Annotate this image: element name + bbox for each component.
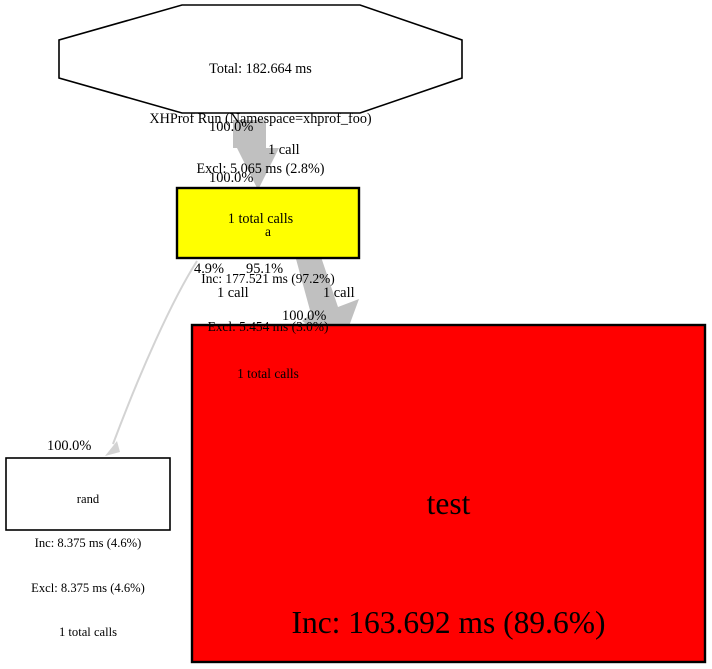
node-rand-shape[interactable]	[5, 457, 171, 531]
edge-root-to-a	[233, 120, 279, 190]
edge-a-to-rand	[105, 260, 198, 456]
edge-root-to-a-arrow	[233, 120, 279, 190]
edge-a-to-rand-line	[112, 260, 198, 445]
node-a-shape[interactable]	[175, 186, 361, 260]
node-test-shape[interactable]	[190, 323, 707, 664]
edge-a-to-rand-arrowhead	[105, 441, 120, 456]
node-root-shape[interactable]	[58, 4, 463, 114]
